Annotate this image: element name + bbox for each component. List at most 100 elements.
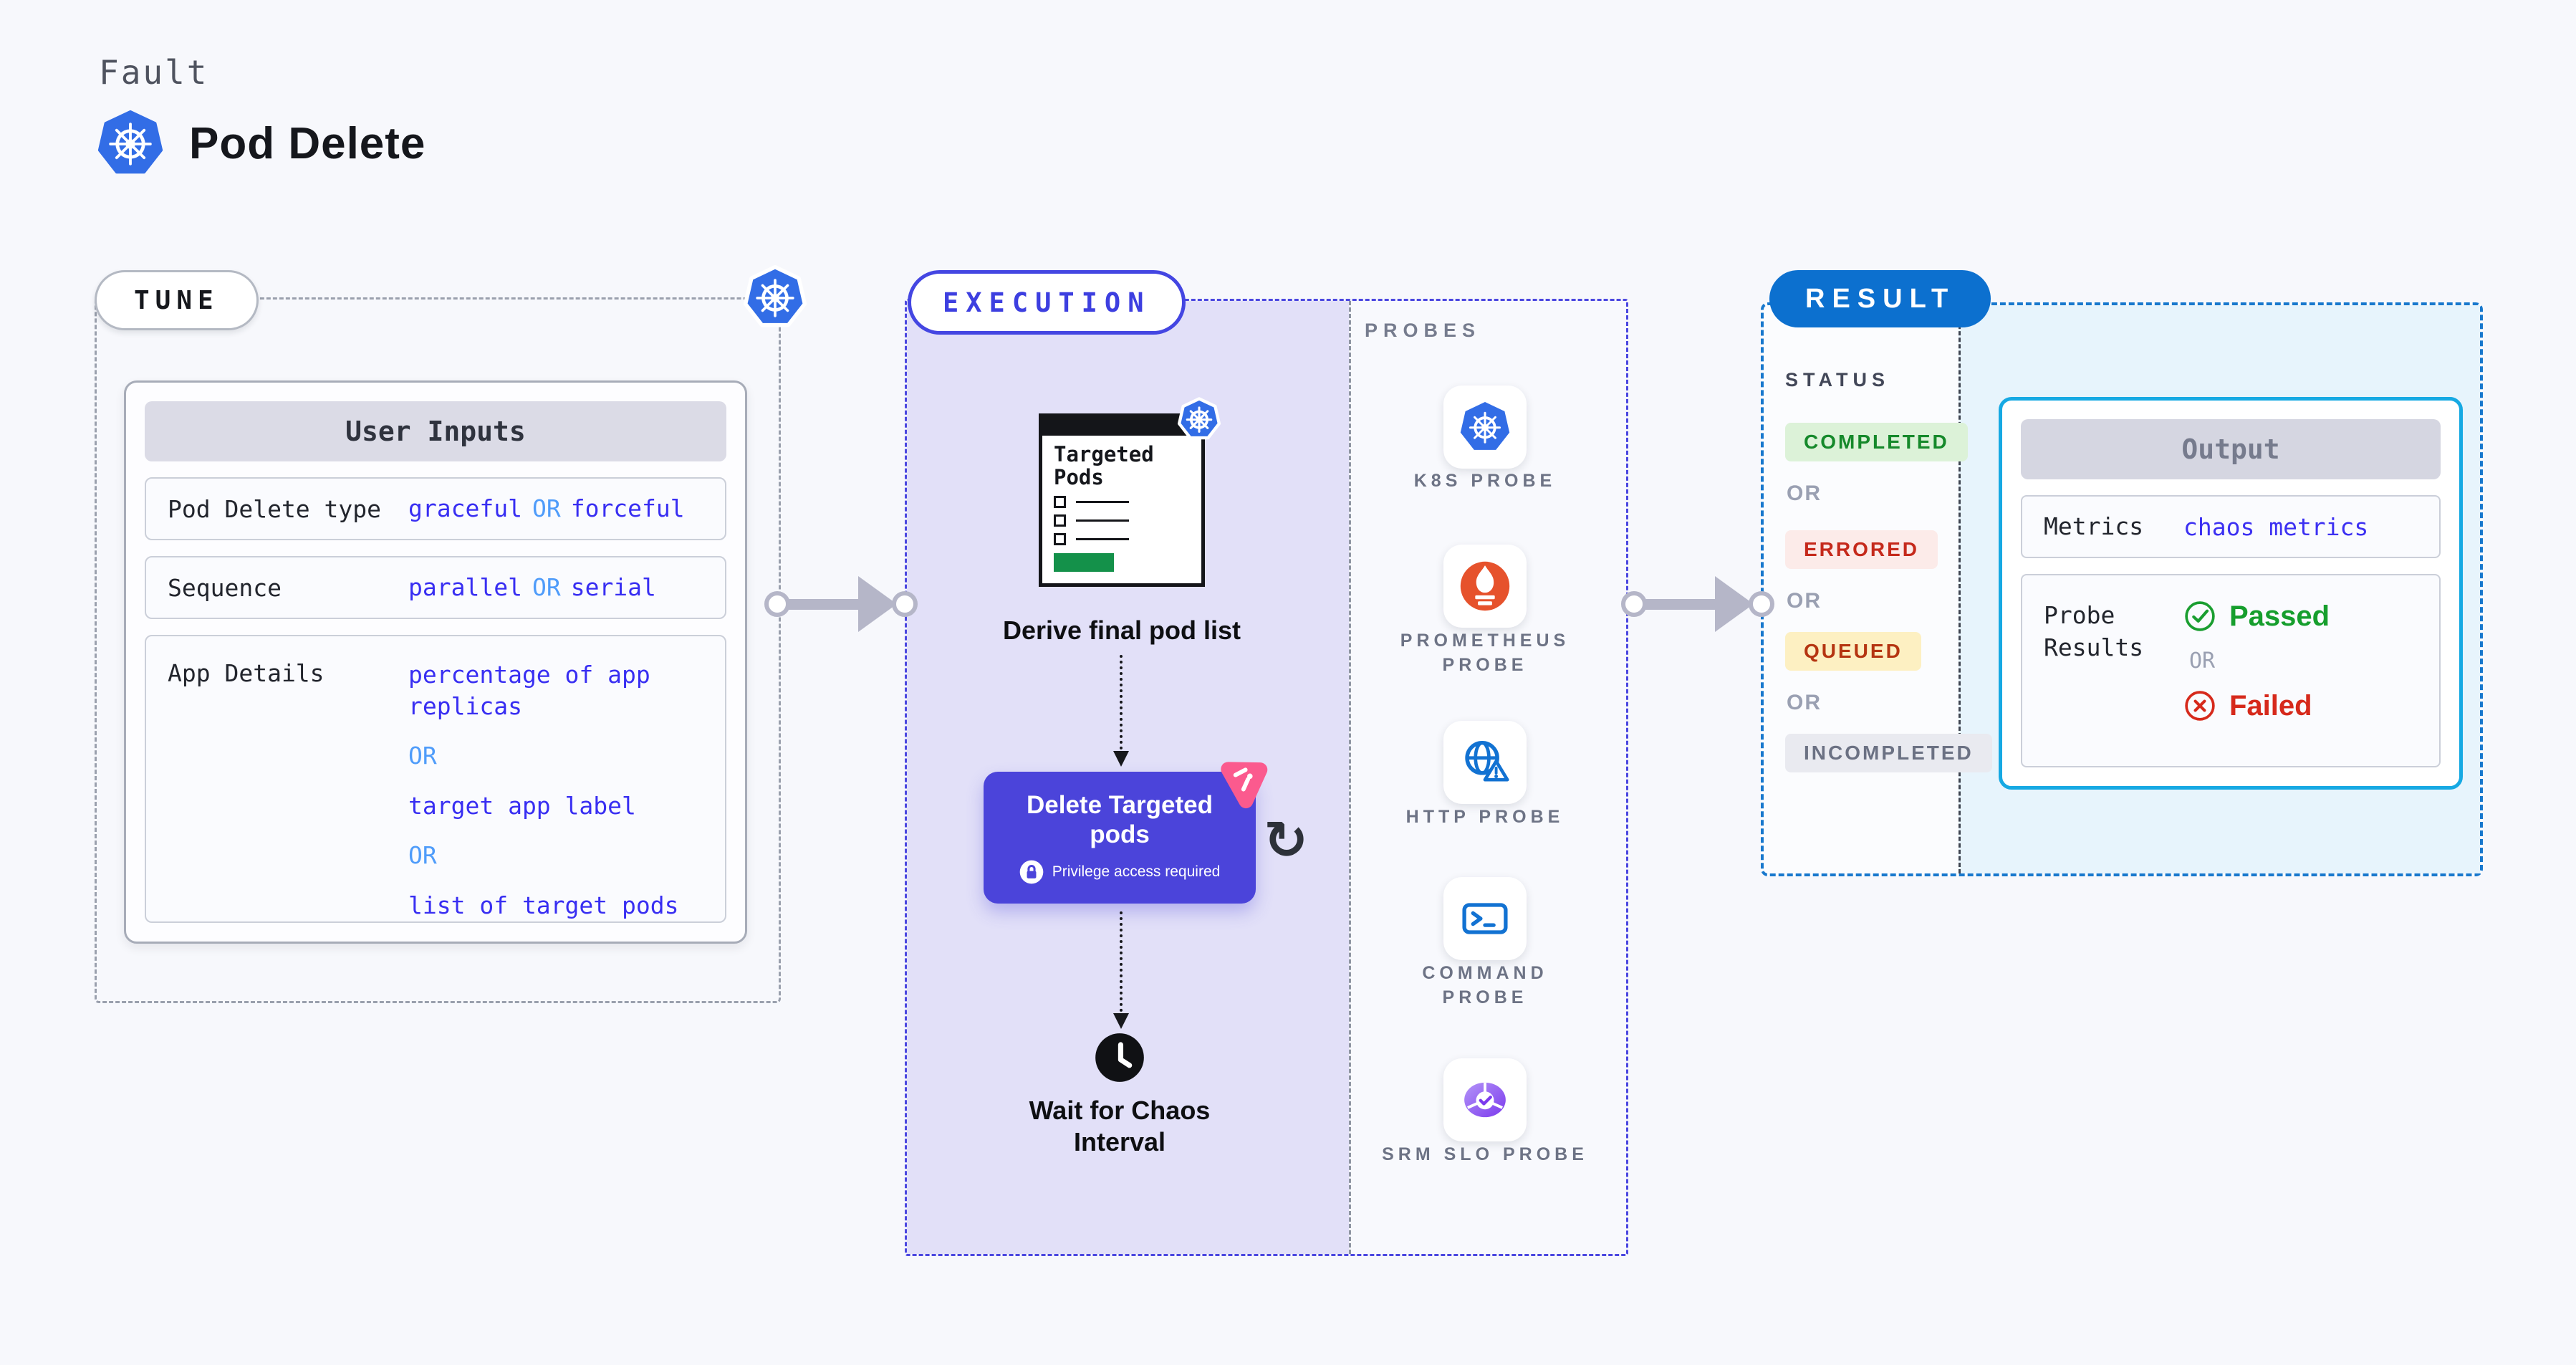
page-title: Pod Delete xyxy=(189,118,426,168)
kubernetes-icon xyxy=(1460,402,1510,450)
clock-icon xyxy=(1095,1033,1144,1082)
passed-line: Passed xyxy=(2183,600,2330,633)
pod-checkbox-row xyxy=(1054,532,1190,545)
derive-pod-list-label: Derive final pod list xyxy=(1002,616,1241,645)
probe-label: COMMAND PROBE xyxy=(1422,963,1548,1007)
or-separator: OR xyxy=(1787,589,1822,613)
passed-label: Passed xyxy=(2229,600,2330,632)
execution-badge: EXECUTION xyxy=(908,270,1186,335)
value-option: list of target pods xyxy=(408,891,679,919)
checkbox-icon xyxy=(1054,495,1066,508)
page-title-row: Pod Delete xyxy=(96,109,426,178)
http-probe-card xyxy=(1443,721,1527,804)
flow-dotted-connector xyxy=(1120,655,1123,749)
or-separator: OR xyxy=(532,494,561,523)
probe-label: HTTP PROBE xyxy=(1405,807,1565,827)
probe-label: K8S PROBE xyxy=(1413,471,1557,491)
lock-icon xyxy=(1019,860,1044,883)
privilege-row: Privilege access required xyxy=(984,860,1256,884)
kubernetes-icon xyxy=(1177,397,1221,440)
checkbox-icon xyxy=(1054,514,1066,527)
x-circle-icon xyxy=(2185,691,2215,721)
flow-dotted-arrowhead xyxy=(1113,1013,1129,1029)
metrics-row: Metrics chaos metrics xyxy=(2021,495,2441,558)
metrics-value: chaos metrics xyxy=(2183,512,2369,541)
wait-chaos-interval-label: Wait for Chaos Interval xyxy=(1029,1096,1211,1156)
delete-targeted-pods-step: Delete Targeted pods Privilege access re… xyxy=(984,762,1268,904)
progress-bar xyxy=(1054,552,1114,572)
output-card: Output Metrics chaos metrics Probe Resul… xyxy=(1999,397,2463,790)
delete-step-title: Delete Targeted pods xyxy=(1027,791,1213,849)
input-value: graceful OR forceful xyxy=(408,493,685,525)
metrics-label: Metrics xyxy=(2044,512,2144,540)
probe-results-label: Probe Results xyxy=(2044,601,2144,661)
value-option: forceful xyxy=(570,494,685,523)
or-separator: OR xyxy=(532,573,561,602)
pod-checkbox-row xyxy=(1054,514,1190,527)
probe-label: PROMETHEUS PROBE xyxy=(1400,631,1570,675)
fault-kicker: Fault xyxy=(99,53,209,92)
targeted-pods-title: Targeted Pods xyxy=(1054,442,1154,490)
pod-line xyxy=(1076,500,1129,503)
privilege-label: Privilege access required xyxy=(1052,863,1221,880)
retry-loop-icon: ↻ xyxy=(1264,810,1309,871)
or-separator: OR xyxy=(1787,691,1822,714)
targeted-pods-card: Targeted Pods xyxy=(1039,397,1221,587)
flow-dotted-connector xyxy=(1120,911,1123,1012)
output-header: Output xyxy=(2021,419,2441,479)
srm-slo-probe-card xyxy=(1443,1058,1527,1141)
flow-arrow-line xyxy=(1642,599,1722,610)
value-option: parallel xyxy=(408,573,522,602)
prometheus-icon xyxy=(1460,561,1510,611)
value-option: serial xyxy=(570,573,656,602)
status-output-separator xyxy=(1959,305,1961,873)
targeted-pods-titlebar xyxy=(1042,417,1201,436)
kubernetes-icon xyxy=(97,110,163,174)
connector-dot xyxy=(892,591,918,617)
status-badge-completed: COMPLETED xyxy=(1785,423,1968,461)
user-inputs-header: User Inputs xyxy=(145,401,726,461)
value-option: percentage of app replicas xyxy=(408,661,650,720)
input-label: Sequence xyxy=(168,573,282,602)
probe-label: SRM SLO PROBE xyxy=(1382,1144,1588,1164)
input-label: Pod Delete type xyxy=(168,494,382,523)
status-badge-incompleted: INCOMPLETED xyxy=(1785,734,1992,772)
tune-section-box xyxy=(95,297,781,1003)
connector-dot xyxy=(1749,591,1774,617)
probes-title: PROBES xyxy=(1365,320,1481,341)
chaos-icon xyxy=(1221,762,1268,809)
input-label: App Details xyxy=(168,659,325,687)
failed-label: Failed xyxy=(2229,689,2312,722)
http-globe-warning-icon xyxy=(1465,740,1509,782)
flow-arrow-head xyxy=(858,576,897,632)
kubernetes-icon xyxy=(743,264,807,327)
command-probe-card xyxy=(1443,877,1527,960)
pod-checkbox-row xyxy=(1054,495,1190,508)
result-badge: RESULT xyxy=(1769,270,1991,327)
input-value: parallel OR serial xyxy=(408,572,656,603)
k8s-probe-card xyxy=(1443,385,1527,469)
failed-line: Failed xyxy=(2183,689,2330,722)
srm-slo-icon xyxy=(1464,1082,1506,1118)
input-value: percentage of app replicas OR target app… xyxy=(408,659,703,921)
checkbox-icon xyxy=(1054,532,1066,545)
connector-dot xyxy=(764,591,790,617)
status-badge-errored: ERRORED xyxy=(1785,530,1938,569)
status-title: STATUS xyxy=(1785,369,1890,391)
value-option: graceful xyxy=(408,494,522,523)
probe-results-row: Probe Results Passed OR Faile xyxy=(2021,574,2441,767)
pod-line xyxy=(1076,537,1129,540)
flow-arrow-line xyxy=(785,599,865,610)
terminal-icon xyxy=(1462,903,1508,934)
flow-arrow-head xyxy=(1715,576,1754,632)
pod-line xyxy=(1076,519,1129,522)
or-separator: OR xyxy=(408,742,437,770)
probe-results-value: Passed OR Failed xyxy=(2183,600,2330,722)
status-badge-queued: QUEUED xyxy=(1785,632,1921,671)
input-row-sequence: Sequence parallel OR serial xyxy=(145,556,726,619)
connector-dot xyxy=(1621,591,1647,617)
or-separator: OR xyxy=(2189,648,2216,674)
flow-dotted-arrowhead xyxy=(1113,751,1129,767)
